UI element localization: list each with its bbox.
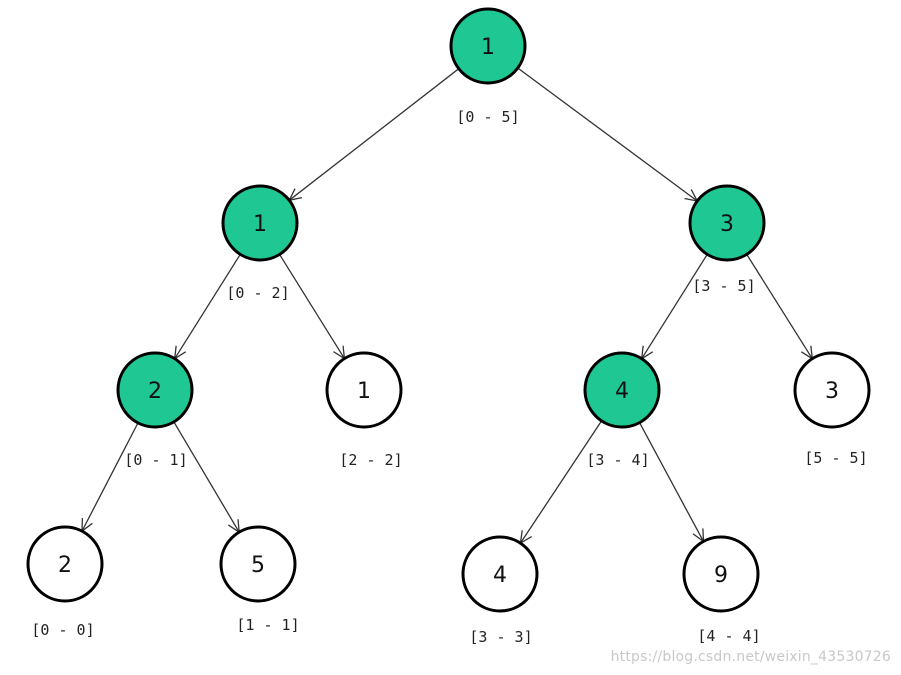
- node-value: 9: [714, 563, 728, 588]
- edge-n2-n6: [746, 253, 814, 360]
- tree-node: 1 [0 - 5]: [449, 7, 527, 126]
- edge-line: [288, 68, 460, 201]
- edge-n0-n1: [288, 68, 460, 202]
- node-range-label: [2 - 2]: [339, 451, 402, 469]
- node-range-label: [0 - 0]: [31, 621, 94, 639]
- tree-node: 4 [3 - 4]: [583, 351, 661, 469]
- edges-layer: [81, 67, 814, 545]
- edge-n5-n9: [519, 420, 603, 545]
- edge-line: [174, 253, 241, 360]
- node-value: 1: [357, 379, 371, 404]
- internal-node-circle: [688, 184, 766, 262]
- edge-line: [638, 422, 705, 542]
- tree-node: 1 [0 - 2]: [221, 184, 299, 302]
- leaf-node-circle: [682, 535, 760, 613]
- tree-node: 2 [0 - 1]: [116, 351, 194, 469]
- edge-line: [81, 422, 139, 532]
- edge-line: [746, 253, 813, 360]
- nodes-layer: 1 [0 - 5] 1 [0 - 2] 3 [3 - 5] 2 [0 - 1] 1 [2 - 2]…: [26, 7, 871, 646]
- node-range-label: [0 - 1]: [124, 451, 187, 469]
- node-value: 3: [720, 212, 734, 237]
- node-value: 3: [825, 379, 839, 404]
- internal-node-circle: [221, 184, 299, 262]
- node-value: 1: [253, 212, 267, 237]
- node-value: 4: [615, 379, 629, 404]
- leaf-node-circle: [26, 525, 104, 603]
- internal-node-circle: [116, 351, 194, 429]
- edge-line: [279, 254, 345, 359]
- edge-n5-n10: [638, 422, 705, 543]
- node-range-label: [3 - 5]: [692, 277, 755, 295]
- edge-n2-n5: [640, 253, 708, 360]
- node-range-label: [1 - 1]: [236, 616, 299, 634]
- edge-line: [173, 421, 240, 533]
- tree-node: 4 [3 - 3]: [461, 535, 539, 646]
- leaf-node-circle: [325, 351, 403, 429]
- leaf-node-circle: [219, 525, 297, 603]
- tree-node: 3 [5 - 5]: [793, 351, 871, 467]
- node-range-label: [3 - 3]: [469, 628, 532, 646]
- node-range-label: [5 - 5]: [804, 449, 867, 467]
- tree-node: 3 [3 - 5]: [688, 184, 766, 295]
- node-range-label: [0 - 2]: [226, 284, 289, 302]
- edge-n3-n7: [81, 422, 139, 533]
- edge-line: [517, 67, 698, 202]
- node-value: 2: [148, 379, 162, 404]
- tree-node: 1 [2 - 2]: [325, 351, 403, 469]
- tree-node: 5 [1 - 1]: [219, 525, 300, 634]
- tree-node: 9 [4 - 4]: [682, 535, 761, 645]
- edge-n0-n2: [517, 67, 699, 202]
- node-value: 2: [58, 553, 72, 578]
- edge-line: [641, 253, 708, 360]
- node-range-label: [3 - 4]: [586, 451, 649, 469]
- leaf-node-circle: [793, 351, 871, 429]
- node-value: 5: [251, 553, 265, 578]
- internal-node-circle: [583, 351, 661, 429]
- node-value: 4: [493, 563, 507, 588]
- edge-n1-n3: [173, 253, 241, 360]
- edge-n3-n8: [173, 421, 240, 534]
- leaf-node-circle: [461, 535, 539, 613]
- node-range-label: [0 - 5]: [456, 108, 519, 126]
- internal-node-circle: [449, 7, 527, 85]
- edge-n1-n4: [279, 254, 346, 360]
- tree-node: 2 [0 - 0]: [26, 525, 104, 639]
- edge-line: [519, 420, 603, 544]
- watermark-text: https://blog.csdn.net/weixin_43530726: [610, 649, 891, 665]
- node-range-label: [4 - 4]: [697, 627, 760, 645]
- node-value: 1: [481, 35, 495, 60]
